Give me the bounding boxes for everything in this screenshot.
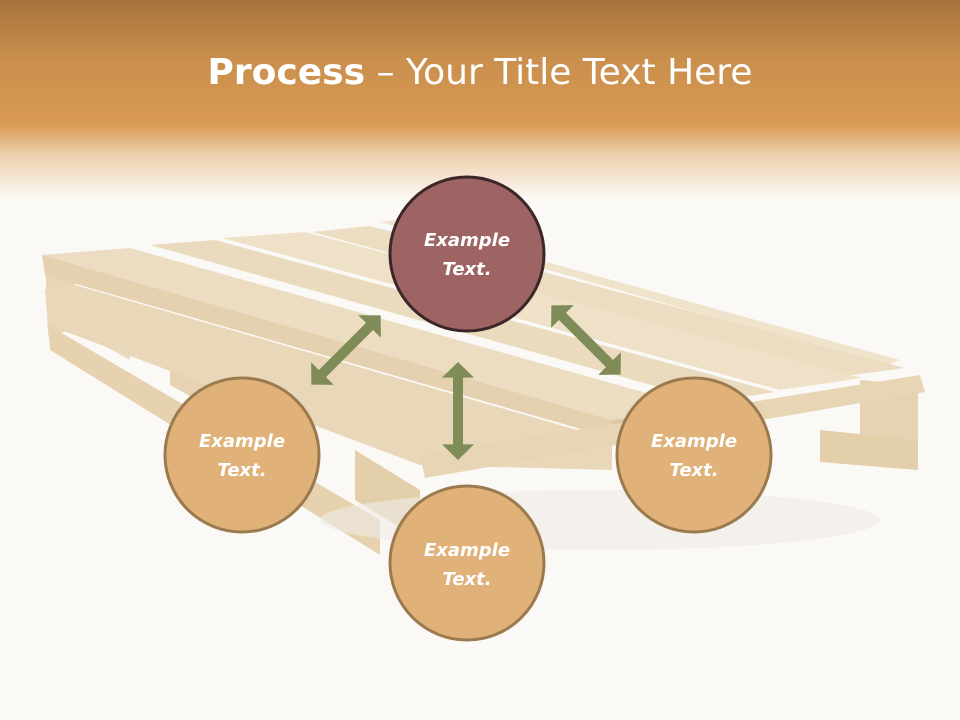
- node-right-line2: Text.: [669, 460, 718, 481]
- arrow-vertical: [442, 362, 474, 460]
- process-node-left[interactable]: Example Text.: [163, 376, 321, 534]
- header-band: [0, 0, 960, 200]
- node-bottom-line1: Example: [424, 540, 510, 561]
- process-node-bottom[interactable]: Example Text.: [388, 484, 546, 642]
- slide-title[interactable]: Process – Your Title Text Here: [0, 52, 960, 93]
- node-top-line2: Text.: [442, 259, 491, 280]
- title-rest: Your Title Text Here: [405, 52, 753, 93]
- title-bold: Process: [207, 52, 366, 93]
- node-right-line1: Example: [651, 431, 737, 452]
- arrow-top-left: [300, 304, 392, 396]
- node-left-line1: Example: [199, 431, 285, 452]
- node-left-line2: Text.: [217, 460, 266, 481]
- process-node-top[interactable]: Example Text.: [388, 175, 546, 333]
- process-node-right[interactable]: Example Text.: [615, 376, 773, 534]
- arrow-top-right: [540, 294, 632, 386]
- node-bottom-line2: Text.: [442, 569, 491, 590]
- title-dash: –: [365, 52, 406, 93]
- node-top-line1: Example: [424, 230, 510, 251]
